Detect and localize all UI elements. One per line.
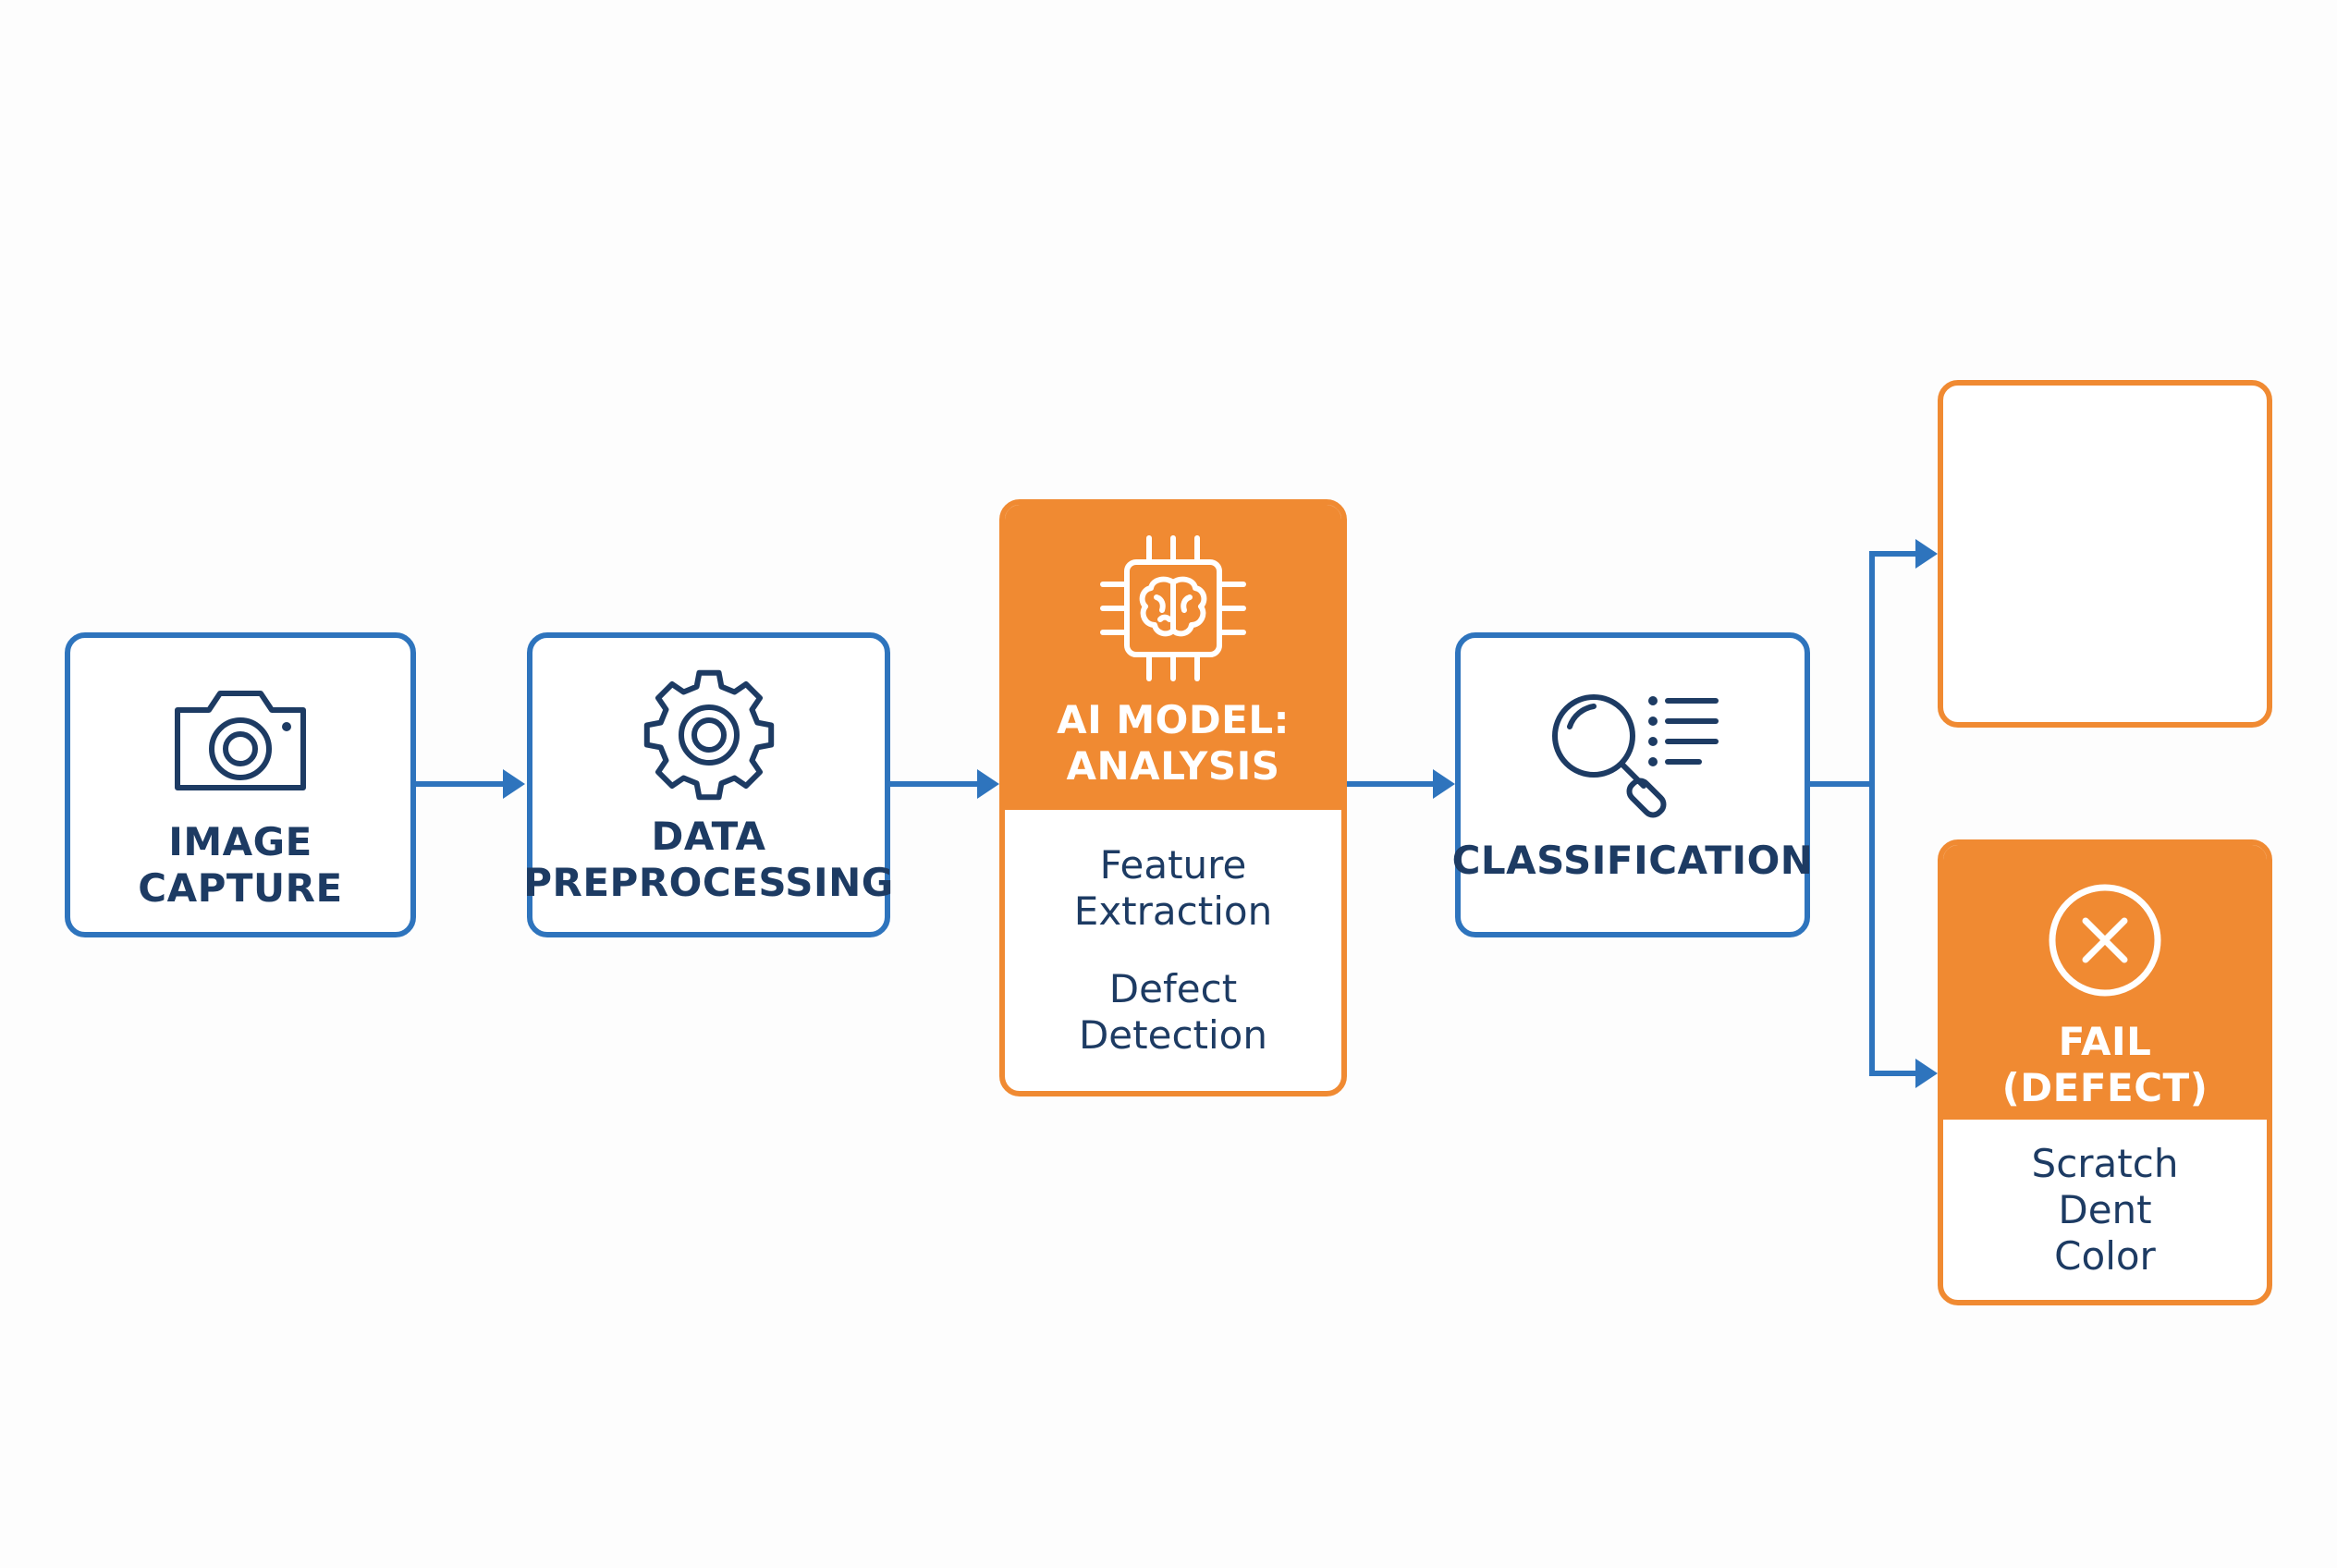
check-circle-icon [2049, 440, 2161, 553]
defect-type-item: Color [2054, 1232, 2156, 1279]
fail-title-line2: (DEFECT) [2001, 1065, 2209, 1110]
fail-node: FAIL (DEFECT) Scratch Dent Color [1938, 839, 2272, 1305]
ai-model-item: Defect Detection [1079, 966, 1267, 1059]
defect-type-item: Dent [2058, 1186, 2152, 1232]
pass-title-line2: (OK) [2054, 623, 2156, 668]
defect-type-item: Scratch [2031, 1140, 2179, 1186]
gear-hub [691, 717, 727, 753]
ai-model-analysis-node: AI MODEL: ANALYSIS Feature Extraction De… [999, 499, 1347, 1096]
branch-connector [1810, 551, 1918, 787]
ai-model-title-line1: AI MODEL: [1057, 697, 1290, 742]
arrowhead-fail [1915, 1059, 1938, 1088]
search-list-icon [1552, 694, 1719, 818]
arrowhead-1 [503, 769, 525, 799]
data-preprocessing-node: DATA PREPROCESSING [523, 632, 893, 937]
ai-model-item-2-line2: Detection [1078, 1012, 1268, 1058]
ai-chip-brain-icon [1100, 535, 1246, 681]
image-capture-title-line2: CAPTURE [138, 865, 343, 911]
camera-icon [175, 691, 306, 790]
branch-connector-lower [1869, 784, 1918, 1076]
ai-model-item-2-line1: Defect [1108, 966, 1238, 1011]
pass-node: PASS (OK) [1938, 380, 2272, 728]
ai-model-item-1-line2: Extraction [1073, 888, 1273, 934]
data-preprocessing-title-line2: PREPROCESSING [523, 860, 894, 905]
arrowhead-pass [1915, 539, 1938, 569]
gear-icon [643, 669, 774, 801]
ai-model-item: Feature Extraction [1074, 842, 1272, 935]
gear-outline [643, 669, 774, 801]
fail-title-line1: FAIL [2058, 1019, 2152, 1064]
data-preprocessing-title-line1: DATA [651, 814, 766, 859]
arrowhead-2 [977, 769, 999, 799]
fail-header: FAIL (DEFECT) [1943, 845, 2267, 1120]
fail-defect-types: Scratch Dent Color [1943, 1120, 2267, 1300]
image-capture-title-line1: IMAGE [168, 819, 312, 864]
ai-model-header: AI MODEL: ANALYSIS [1005, 505, 1341, 810]
ai-model-item-1-line1: Feature [1099, 842, 1247, 888]
arrowhead-3 [1433, 769, 1455, 799]
image-capture-node: IMAGE CAPTURE [65, 632, 416, 937]
classification-title: CLASSIFICATION [1451, 838, 1814, 883]
gear-ring [678, 704, 740, 766]
ai-model-title-line2: ANALYSIS [1066, 743, 1280, 789]
classification-node: CLASSIFICATION [1452, 632, 1813, 937]
pass-title-line1: PASS [2049, 577, 2161, 622]
x-circle-icon [2049, 884, 2161, 997]
ai-model-details: Feature Extraction Defect Detection [1005, 810, 1341, 1091]
